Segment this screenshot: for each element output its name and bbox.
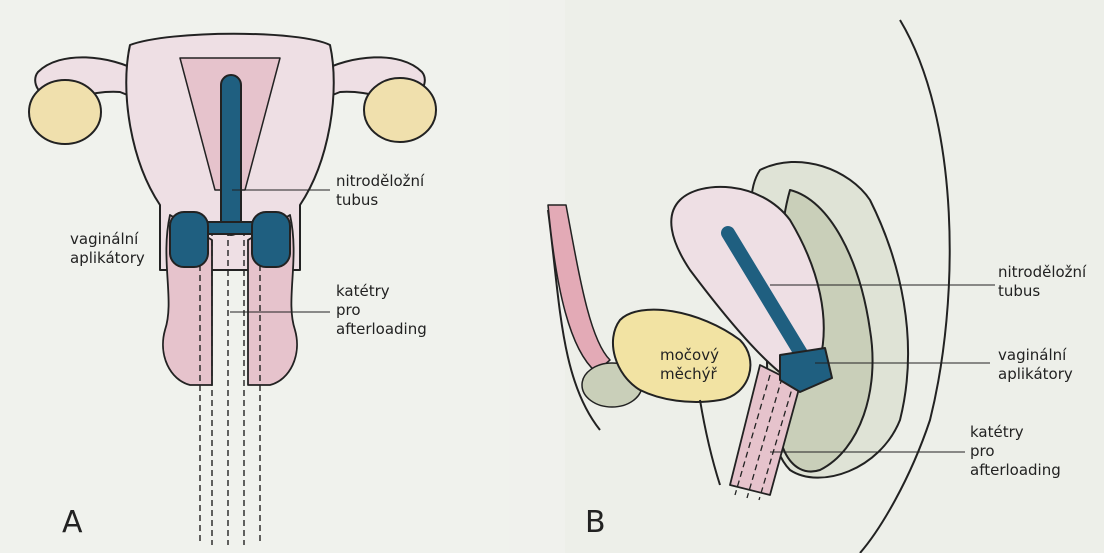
intrauterine-tube-a bbox=[221, 75, 241, 235]
label-b-bladder: močový měchýř bbox=[660, 346, 719, 384]
panel-b-letter: B bbox=[585, 505, 606, 540]
label-b-vaginal-applicators: vaginální aplikátory bbox=[998, 346, 1073, 384]
label-b-catheters: katétry pro afterloading bbox=[970, 423, 1061, 480]
ovary-left bbox=[29, 80, 101, 144]
label-a-catheters: katétry pro afterloading bbox=[336, 282, 427, 339]
label-a-vaginal-applicators: vaginální aplikátory bbox=[70, 230, 145, 268]
ovary-right bbox=[364, 78, 436, 142]
label-b-intrauterine-tube: nitroděložní tubus bbox=[998, 263, 1086, 301]
panel-a-letter: A bbox=[62, 505, 83, 540]
vaginal-applicator-right bbox=[252, 212, 290, 267]
vaginal-applicator-left bbox=[170, 212, 208, 267]
label-a-intrauterine-tube: nitroděložní tubus bbox=[336, 172, 424, 210]
